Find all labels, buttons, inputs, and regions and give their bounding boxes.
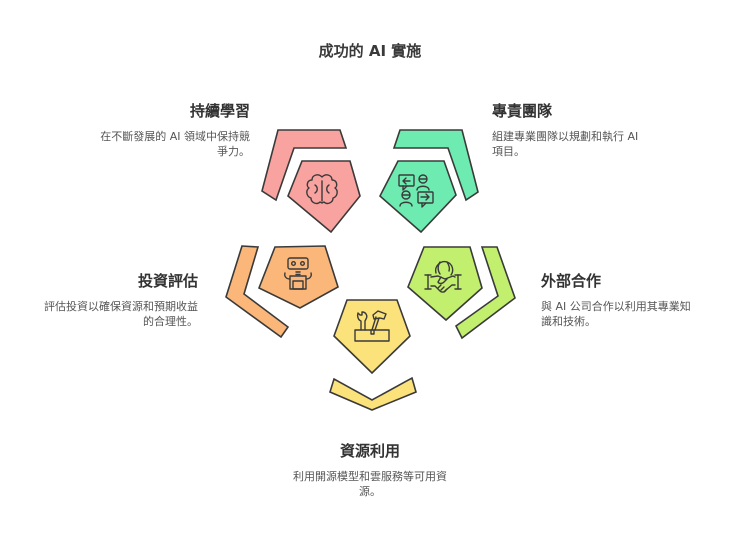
section-continuous-learning: 持續學習 在不斷發展的 AI 領域中保持競 爭力。 bbox=[60, 100, 250, 159]
section-heading: 外部合作 bbox=[541, 272, 602, 290]
section-heading: 持續學習 bbox=[189, 102, 250, 120]
section-description: 在不斷發展的 AI 領域中保持競 爭力。 bbox=[60, 129, 250, 159]
description-line: 源。 bbox=[359, 485, 381, 498]
pentagon-orange bbox=[257, 245, 339, 309]
section-heading: 專責團隊 bbox=[492, 102, 553, 120]
diagram-title: 成功的 AI 實施 bbox=[318, 42, 422, 60]
pentagon-yellow bbox=[333, 299, 411, 375]
handshake-globe-icon bbox=[424, 260, 462, 293]
description-line: 與 AI 公司合作以利用其專業知 bbox=[541, 300, 691, 313]
description-line: 爭力。 bbox=[217, 145, 250, 158]
team-chat-icon bbox=[398, 174, 434, 208]
segment-resource-utilization bbox=[329, 299, 417, 411]
section-investment-evaluation: 投資評估 評估投資以確保資源和預期收益 的合理性。 bbox=[8, 270, 198, 329]
description-line: 利用開源模型和雲服務等可用資 bbox=[293, 470, 447, 483]
description-line: 識和技術。 bbox=[541, 315, 596, 328]
section-dedicated-team: 專責團隊 組建專業團隊以規劃和執行 AI 項目。 bbox=[492, 100, 692, 159]
section-resource-utilization: 資源利用 利用開源模型和雲服務等可用資 源。 bbox=[270, 440, 470, 499]
segment-dedicated-team bbox=[379, 129, 479, 234]
section-description: 利用開源模型和雲服務等可用資 源。 bbox=[270, 469, 470, 499]
toolbox-icon bbox=[354, 310, 390, 342]
chevron-shape-lime bbox=[454, 246, 516, 340]
description-line: 組建專業團隊以規劃和執行 AI bbox=[492, 130, 639, 143]
section-heading: 投資評估 bbox=[137, 272, 198, 290]
bracket-shape-green bbox=[392, 129, 479, 202]
description-line: 項目。 bbox=[492, 145, 525, 158]
segment-continuous-learning bbox=[261, 129, 361, 234]
section-external-partnership: 外部合作 與 AI 公司合作以利用其專業知 識和技術。 bbox=[541, 270, 731, 329]
chevron-shape-yellow bbox=[329, 376, 417, 411]
description-line: 在不斷發展的 AI 領域中保持競 bbox=[100, 130, 250, 143]
segment-investment-evaluation bbox=[225, 245, 339, 339]
section-description: 與 AI 公司合作以利用其專業知 識和技術。 bbox=[541, 299, 731, 329]
description-line: 的合理性。 bbox=[143, 315, 198, 328]
pentagon-lime bbox=[407, 246, 483, 322]
robot-icon bbox=[284, 257, 312, 290]
pentagon-pink bbox=[287, 160, 361, 234]
section-heading: 資源利用 bbox=[339, 442, 400, 460]
brain-icon bbox=[306, 174, 338, 205]
segment-external-partnership bbox=[407, 246, 516, 340]
section-description: 評估投資以確保資源和預期收益 的合理性。 bbox=[8, 299, 198, 329]
section-description: 組建專業團隊以規劃和執行 AI 項目。 bbox=[492, 129, 692, 159]
chevron-shape-orange bbox=[225, 245, 290, 339]
bracket-shape-pink bbox=[261, 129, 348, 202]
description-line: 評估投資以確保資源和預期收益 bbox=[44, 300, 198, 313]
